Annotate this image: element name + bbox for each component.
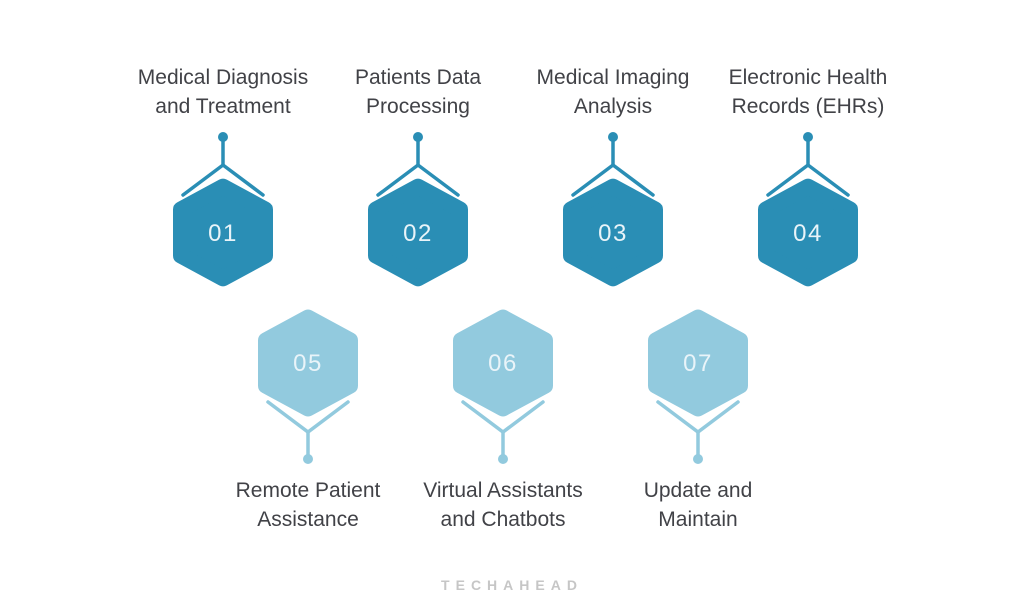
antenna-chevron <box>571 162 655 197</box>
antenna-dot <box>498 454 508 464</box>
antenna-dot <box>693 454 703 464</box>
label-line: Patients Data <box>354 66 482 89</box>
antenna-dot <box>413 132 423 142</box>
node-label-5: Remote Patient Assistance <box>193 476 423 534</box>
hexagon-shape <box>758 178 858 287</box>
node-label-7: Update and Maintain <box>583 476 813 534</box>
techahead-logo: TECHAHEAD <box>441 577 583 593</box>
antenna-chevron <box>181 162 265 197</box>
label-line: Electronic Health <box>728 66 888 89</box>
hexagon-graphic: 07 <box>648 309 748 464</box>
label-line: Remote Patient <box>235 479 381 502</box>
node-label-6: Virtual Assistants and Chatbots <box>388 476 618 534</box>
hexagon-graphic: 01 <box>173 132 273 287</box>
hexagon-node-7: 07 <box>633 305 763 475</box>
label-line: Virtual Assistants <box>423 479 583 502</box>
hexagon-shape <box>258 309 358 417</box>
node-label-3: Medical Imaging Analysis <box>498 63 728 121</box>
hexagon-shape <box>563 178 663 287</box>
node-label-4: Electronic Health Records (EHRs) <box>693 63 923 121</box>
hexagon-graphic: 06 <box>453 309 553 464</box>
label-line: Medical Diagnosis <box>137 66 309 89</box>
hexagon-shape <box>173 178 273 287</box>
hexagon-graphic: 05 <box>258 309 358 464</box>
hexagon-number: 06 <box>488 350 518 377</box>
hexagon-node-2: 02 <box>353 125 483 295</box>
node-label-2: Patients Data Processing <box>303 63 533 121</box>
label-line: Medical Imaging <box>536 66 690 89</box>
hexagon-number: 02 <box>403 220 433 247</box>
hexagon-number: 07 <box>683 350 713 377</box>
antenna-dot <box>303 454 313 464</box>
antenna-dot <box>608 132 618 142</box>
hexagon-node-5: 05 <box>243 305 373 475</box>
label-line: Analysis <box>573 95 653 118</box>
antenna-chevron <box>376 162 460 197</box>
hexagon-number: 03 <box>598 220 628 247</box>
hexagon-number: 04 <box>793 220 823 247</box>
hexagon-node-4: 04 <box>743 125 873 295</box>
hexagon-node-6: 06 <box>438 305 568 475</box>
label-line: Records (EHRs) <box>731 95 885 118</box>
antenna-dot <box>218 132 228 142</box>
label-line: and Treatment <box>155 95 291 118</box>
hexagon-number: 05 <box>293 350 323 377</box>
hexagon-node-3: 03 <box>548 125 678 295</box>
hexagon-graphic: 02 <box>368 132 468 287</box>
hexagon-graphic: 04 <box>758 132 858 287</box>
label-line: and Chatbots <box>440 508 566 531</box>
hexagon-shape <box>368 178 468 287</box>
antenna-chevron <box>766 162 850 197</box>
label-line: Maintain <box>658 508 738 531</box>
label-line: Processing <box>366 95 470 118</box>
label-line: Update and <box>643 479 753 502</box>
hexagon-node-1: 01 <box>158 125 288 295</box>
label-line: Assistance <box>257 508 359 531</box>
hexagon-shape <box>453 309 553 417</box>
antenna-dot <box>803 132 813 142</box>
hexagon-graphic: 03 <box>563 132 663 287</box>
hexagon-number: 01 <box>208 220 238 247</box>
node-label-1: Medical Diagnosis and Treatment <box>108 63 338 121</box>
hexagon-shape <box>648 309 748 417</box>
